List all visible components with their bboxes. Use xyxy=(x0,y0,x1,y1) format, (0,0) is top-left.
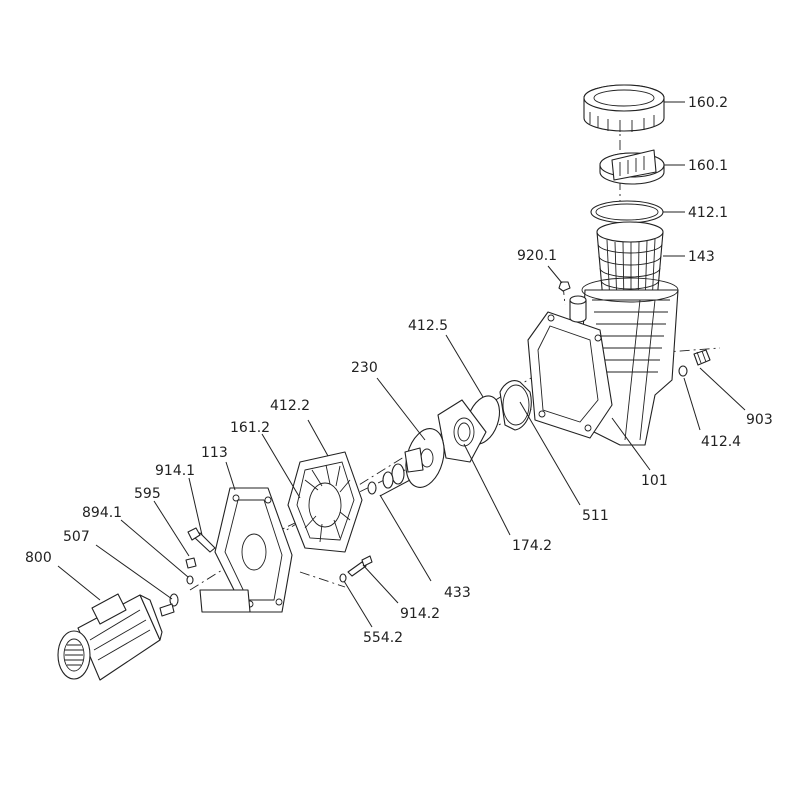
label-554-2: 554.2 xyxy=(363,630,403,646)
part-motor-bracket xyxy=(199,487,293,613)
part-nut xyxy=(558,281,571,292)
label-161-2: 161.2 xyxy=(230,420,270,436)
part-seal-plate xyxy=(287,451,363,553)
part-labels: 160.2 160.1 412.1 143 920.1 412.5 230 41… xyxy=(25,95,773,646)
label-595: 595 xyxy=(134,486,161,502)
part-impeller xyxy=(404,428,445,488)
part-foot xyxy=(185,557,197,569)
part-motor xyxy=(57,593,175,681)
label-511: 511 xyxy=(582,508,609,524)
part-lid xyxy=(599,149,665,185)
label-903: 903 xyxy=(746,412,773,428)
label-920-1: 920.1 xyxy=(517,248,557,264)
label-101: 101 xyxy=(641,473,668,489)
part-lower-washer xyxy=(339,573,347,583)
label-174-2: 174.2 xyxy=(512,538,552,554)
part-pump-housing xyxy=(527,277,679,446)
part-drain-plug xyxy=(693,349,711,366)
part-slinger xyxy=(169,593,179,607)
label-894-1: 894.1 xyxy=(82,505,122,521)
leader-lines xyxy=(57,101,746,628)
part-plug-o-ring xyxy=(678,365,688,377)
part-diffuser-ring xyxy=(499,380,532,431)
label-230: 230 xyxy=(351,360,378,376)
label-412-2: 412.2 xyxy=(270,398,310,414)
label-800: 800 xyxy=(25,550,52,566)
label-914-1: 914.1 xyxy=(155,463,195,479)
part-screw-lower xyxy=(347,555,373,577)
label-507: 507 xyxy=(63,529,90,545)
part-strainer-basket xyxy=(596,221,664,309)
label-160-1: 160.1 xyxy=(688,158,728,174)
part-screw-upper xyxy=(187,527,216,553)
part-diffuser xyxy=(437,399,487,463)
part-lid-ring xyxy=(583,84,665,132)
label-433: 433 xyxy=(444,585,471,601)
label-914-2: 914.2 xyxy=(400,606,440,622)
part-lid-o-ring xyxy=(590,200,664,224)
label-412-4: 412.4 xyxy=(701,434,741,450)
label-412-5: 412.5 xyxy=(408,318,448,334)
part-mechanical-seal xyxy=(367,463,405,495)
label-113: 113 xyxy=(201,445,228,461)
part-washer xyxy=(186,575,194,585)
label-160-2: 160.2 xyxy=(688,95,728,111)
label-412-1: 412.1 xyxy=(688,205,728,221)
label-143: 143 xyxy=(688,249,715,265)
